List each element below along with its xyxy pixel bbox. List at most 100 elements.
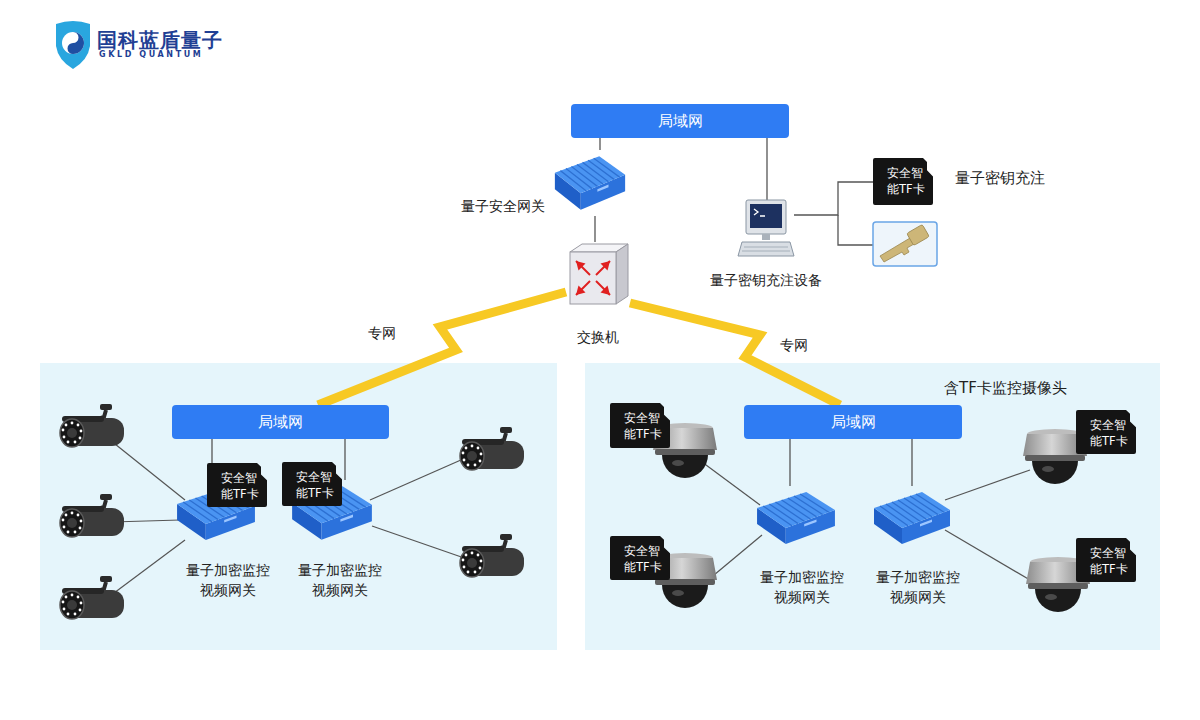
key-head — [907, 224, 930, 245]
annotation-label: 含TF卡监控摄像头 — [944, 379, 1067, 398]
bullet-camera — [460, 427, 524, 470]
device-top-face — [874, 492, 950, 528]
tf-card: 安全智 能TF卡 — [1076, 538, 1138, 582]
node-text: 局域网 — [744, 412, 962, 432]
switch-side — [616, 244, 628, 304]
switch-arrow-head — [601, 286, 611, 296]
tf-card: 安全智 能TF卡 — [282, 462, 344, 506]
node-text: 量子加密监控 视频网关 — [855, 567, 981, 607]
device-badge — [597, 185, 608, 192]
switch-arrow-head — [576, 286, 586, 296]
tf-card: 安全智 能TF卡 — [873, 158, 935, 205]
tf-card-outline — [1076, 410, 1136, 454]
device-top-face — [757, 492, 835, 528]
network-wire — [789, 439, 790, 486]
node-text: 安全智 能TF卡 — [296, 469, 338, 501]
keyboard-keys — [742, 247, 790, 251]
node-text: 安全智 能TF卡 — [1090, 545, 1132, 577]
node-text: 安全智 能TF卡 — [624, 543, 666, 575]
device-fin — [336, 488, 365, 507]
card-shape — [873, 158, 935, 205]
tf-card: 安全智 能TF卡 — [610, 403, 672, 448]
network-wire — [599, 138, 600, 150]
switch-arrow-line — [596, 261, 610, 275]
gateway-device: 量子安全网关 — [553, 150, 627, 216]
node-text: 局域网 — [571, 111, 789, 131]
camera-wire — [370, 456, 470, 500]
device-badge — [340, 515, 353, 522]
node-text: 量子密钥充注设备 — [698, 270, 834, 290]
left-site-panel — [40, 363, 557, 650]
switch-shape — [566, 242, 630, 306]
device-fin — [800, 494, 829, 512]
logo-circle — [62, 32, 84, 54]
device-fin — [202, 496, 231, 515]
camera-wire — [110, 540, 185, 596]
card-shape — [610, 403, 672, 448]
tf-card-outline — [610, 536, 670, 580]
node-text: 安全智 能TF卡 — [624, 410, 666, 442]
screen — [750, 204, 782, 228]
camera-wire — [110, 440, 185, 500]
annotation-label: 量子密钥充注 — [955, 169, 1045, 188]
node-text: 量子加密监控 视频网关 — [277, 560, 403, 600]
network-wire — [911, 439, 912, 486]
pc-shape — [738, 200, 794, 260]
bullet-camera — [60, 576, 124, 619]
network-wire — [794, 182, 873, 215]
key-blade — [880, 238, 914, 262]
prompt-icon — [754, 209, 765, 216]
logo-text: 国科蓝盾量子 — [97, 27, 223, 54]
node-text: 量子安全网关 — [435, 196, 545, 216]
tf-card-outline — [207, 463, 267, 507]
device-top-face — [292, 486, 372, 523]
bullet-camera — [60, 404, 124, 447]
device-badge — [804, 520, 816, 527]
bullet-camera — [60, 494, 124, 537]
gateway-device: 量子加密监控 视频网关 — [755, 486, 837, 550]
camera-wire — [945, 470, 1030, 500]
link-label: 专网 — [368, 325, 396, 343]
lan-bar: 局域网 — [744, 405, 962, 439]
tf-card-outline — [610, 403, 670, 448]
device-fin — [916, 494, 944, 512]
device-fin — [208, 494, 237, 513]
keyboard — [738, 242, 794, 256]
lan-bar: 局域网 — [571, 104, 789, 138]
logo-shield — [56, 21, 90, 69]
node-text: 安全智 能TF卡 — [221, 470, 263, 502]
tf-card-outline — [873, 158, 933, 205]
key-charging-pc: 量子密钥充注设备 — [738, 200, 794, 260]
node-text: 量子加密监控 视频网关 — [165, 560, 291, 600]
key-wire — [838, 215, 873, 245]
node-text: 量子加密监控 视频网关 — [739, 567, 865, 607]
key-frame — [873, 222, 937, 266]
node-text: 安全智 能TF卡 — [1090, 417, 1132, 449]
switch-front — [570, 252, 616, 304]
device-badge — [224, 516, 236, 523]
monitor-stand — [762, 234, 770, 240]
usb-key — [873, 222, 937, 266]
device-shape — [553, 150, 627, 216]
private-network-link — [318, 292, 566, 405]
logo-swirl — [68, 32, 85, 54]
camera-wire — [372, 526, 470, 560]
company-logo — [56, 21, 90, 69]
gateway-device: 量子加密监控 视频网关 — [872, 486, 952, 550]
switch-arrow-head — [576, 261, 586, 271]
device-fin — [220, 490, 249, 508]
device-badge — [920, 520, 932, 527]
tf-card-outline — [1076, 538, 1136, 582]
device-fin — [214, 492, 243, 511]
switch-arrow-line — [596, 281, 610, 295]
lan-bar: 局域网 — [172, 405, 389, 439]
device-top-face — [177, 488, 255, 524]
tf-card: 安全智 能TF卡 — [610, 536, 672, 580]
switch-arrow-line — [576, 261, 590, 275]
switch-arrow-line — [576, 281, 590, 295]
network-wire — [594, 216, 595, 242]
device-fin — [594, 158, 620, 177]
bullet-camera — [460, 534, 524, 577]
device-top-face — [555, 156, 625, 193]
switch-arrow-head — [601, 261, 611, 271]
